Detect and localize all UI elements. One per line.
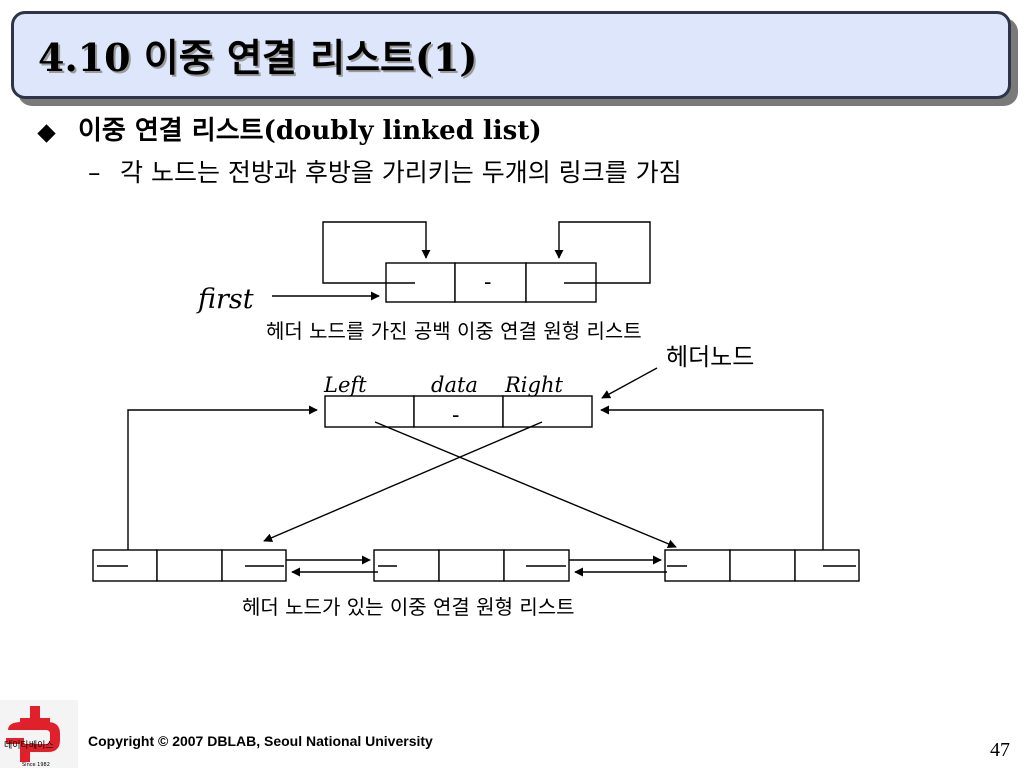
- bottom-caption: 헤더 노드가 있는 이중 연결 원형 리스트: [242, 595, 575, 619]
- header-left-cross-arrow: [374, 421, 677, 549]
- header-node: [324, 395, 593, 428]
- logo-since: Since 1982: [22, 762, 50, 768]
- top-right-loop-arrow: [554, 221, 651, 284]
- top-node-dash: -: [484, 270, 492, 295]
- header-node-label-arrow: [601, 367, 658, 399]
- field-left-label: Left: [324, 373, 367, 397]
- first-label: first: [198, 284, 254, 315]
- top-left-loop-arrow: [322, 221, 431, 284]
- page-number: 47: [990, 739, 1010, 761]
- left-side-up-arrow: [127, 405, 318, 566]
- bullet-text: 이중 연결 리스트(doubly linked list): [78, 116, 542, 146]
- logo-text: 데이타베이스: [4, 740, 54, 751]
- linked-list-diagram: [92, 221, 860, 582]
- dblab-logo-icon: 데이타베이스 Since 1982: [0, 700, 78, 768]
- title-box: 4.10 이중 연결 리스트(1): [11, 11, 1011, 99]
- empty-header-node: [385, 262, 597, 303]
- right-side-up-arrow: [600, 405, 824, 566]
- top-caption: 헤더 노드를 가진 공백 이중 연결 원형 리스트: [266, 319, 642, 343]
- header-node-dash: -: [452, 403, 460, 428]
- footer-copyright: Copyright © 2007 DBLAB, Seoul National U…: [88, 733, 433, 749]
- header-right-cross-arrow: [263, 421, 543, 542]
- field-data-label: data: [431, 373, 478, 397]
- slide-title: 4.10 이중 연결 리스트(1): [38, 35, 478, 80]
- sub-bullet-text: 각 노드는 전방과 후방을 가리키는 두개의 링크를 가짐: [120, 158, 682, 187]
- sub-bullet-dash: –: [88, 158, 101, 187]
- header-node-label: 헤더노드: [666, 343, 755, 371]
- field-right-label: Right: [505, 373, 563, 397]
